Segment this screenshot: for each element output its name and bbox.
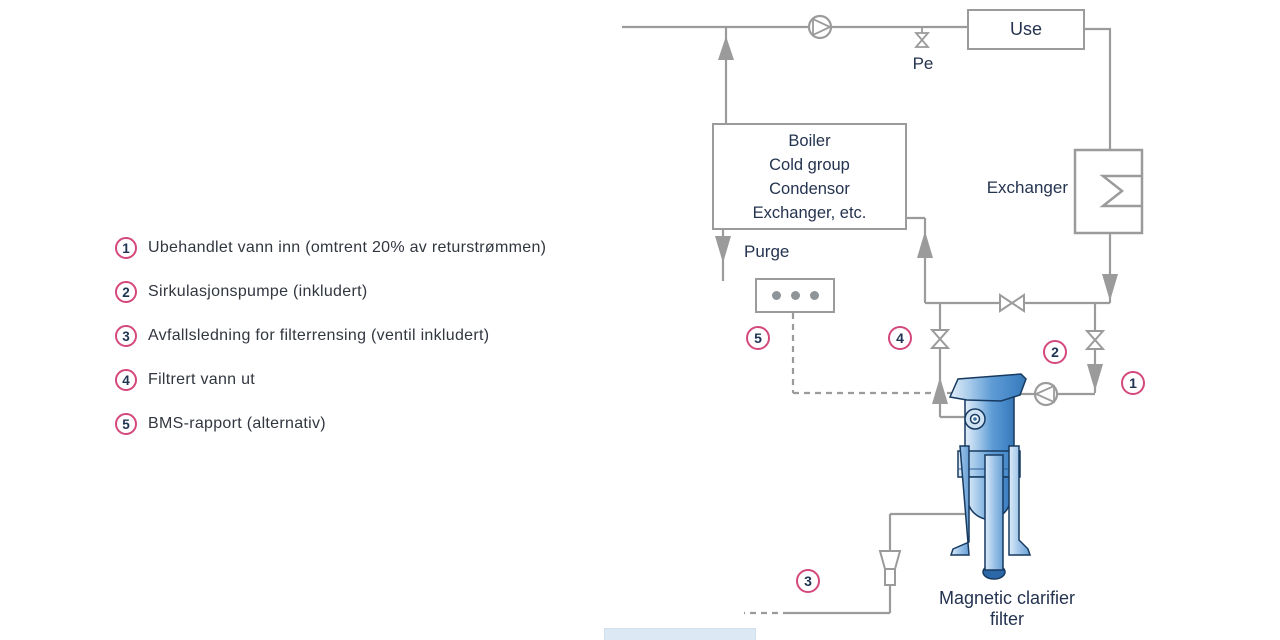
boiler-box-line: Cold group	[769, 155, 850, 174]
legend-number-badge: 3	[115, 325, 137, 347]
arrow-down-from-exchanger	[1102, 274, 1118, 301]
legend-item-2: 2 Sirkulasjonspumpe (inkludert)	[115, 281, 546, 303]
boiler-box: Boiler Cold group Condensor Exchanger, e…	[712, 123, 907, 230]
top-pump-icon	[807, 14, 833, 40]
callout-3: 3	[796, 569, 820, 593]
bms-dot-icon	[809, 291, 819, 300]
bms-dot-icon	[771, 291, 781, 300]
legend-number-badge: 1	[115, 237, 137, 259]
use-box: Use	[967, 9, 1085, 50]
legend: 1 Ubehandlet vann inn (omtrent 20% av re…	[115, 237, 546, 457]
exchanger-box	[1073, 148, 1144, 235]
callout-2: 2	[1043, 340, 1067, 364]
arrow-up-filtered	[932, 377, 948, 404]
legend-number-badge: 2	[115, 281, 137, 303]
flow-arrows	[715, 36, 1118, 404]
legend-item-4: 4 Filtrert vann ut	[115, 369, 546, 391]
cropped-footer-box	[604, 628, 756, 640]
legend-number-badge: 4	[115, 369, 137, 391]
piping-lines	[622, 25, 1112, 615]
legend-item-label: Sirkulasjonspumpe (inkludert)	[148, 283, 368, 300]
boiler-box-line: Boiler	[788, 131, 831, 150]
pe-valve-label: Pe	[912, 54, 934, 73]
boiler-box-line: Condensor	[769, 179, 850, 198]
legend-item-label: Filtrert vann ut	[148, 371, 256, 388]
legend-item-label: BMS-rapport (alternativ)	[148, 415, 326, 432]
bms-panel	[755, 278, 835, 313]
exchanger-symbol	[1099, 174, 1142, 208]
bms-dot-icon	[790, 291, 800, 300]
legend-item-3: 3 Avfallsledning for filterrensing (vent…	[115, 325, 546, 347]
filter-caption: Magnetic clarifier filter	[938, 588, 1076, 629]
bms-dashed-line	[744, 313, 957, 615]
callout-1: 1	[1121, 371, 1145, 395]
untreated-water-valve-icon	[1084, 330, 1106, 350]
callout-5: 5	[746, 326, 770, 350]
legend-item-1: 1 Ubehandlet vann inn (omtrent 20% av re…	[115, 237, 546, 259]
legend-item-label: Ubehandlet vann inn (omtrent 20% av retu…	[148, 239, 547, 256]
boiler-box-line: Exchanger, etc.	[752, 203, 867, 222]
arrow-down-untreated	[1087, 364, 1103, 391]
arrow-up-to-top-header	[718, 36, 734, 60]
use-box-label: Use	[1009, 19, 1042, 39]
legend-item-5: 5 BMS-rapport (alternativ)	[115, 413, 546, 435]
arrow-down-purge	[715, 236, 731, 263]
pe-valve-icon	[914, 27, 930, 48]
arrow-up-into-boiler	[917, 231, 933, 258]
circulation-pump-icon	[1033, 381, 1059, 407]
purge-label: Purge	[744, 242, 790, 261]
callout-4: 4	[888, 326, 912, 350]
filtered-water-valve-icon	[929, 329, 951, 349]
drain-funnel-icon	[878, 550, 902, 586]
header-valve-icon	[999, 293, 1025, 313]
filter-vessel	[948, 373, 1032, 580]
legend-item-label: Avfallsledning for filterrensing (ventil…	[148, 327, 490, 344]
legend-number-badge: 5	[115, 413, 137, 435]
exchanger-label: Exchanger	[986, 178, 1068, 197]
